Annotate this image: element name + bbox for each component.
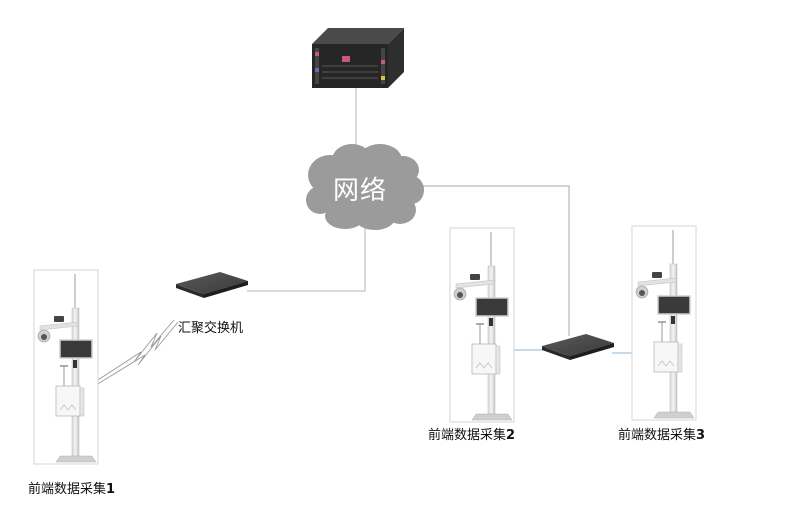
station-1-label-number: 1	[106, 482, 116, 497]
station-1-label-text: 前端数据采集	[28, 482, 107, 497]
link-network-aggregation-switch	[247, 225, 366, 292]
cloud-icon	[306, 144, 424, 230]
station-1-pole-icon	[33, 269, 99, 465]
wireless-link-icon	[83, 319, 179, 391]
station-3-label-text: 前端数据采集	[618, 428, 697, 443]
station-2-pole-icon	[449, 227, 515, 423]
station-2-label-text: 前端数据采集	[428, 428, 507, 443]
edge-switch-icon	[541, 333, 615, 361]
station-3-label-number: 3	[696, 428, 706, 443]
station-2-label: 前端数据采集2	[428, 424, 515, 443]
rack-server-icon	[312, 28, 404, 88]
aggregation-switch-label: 汇聚交换机	[178, 321, 244, 336]
station-3-label: 前端数据采集3	[618, 424, 705, 443]
link-network-edge-switch	[418, 185, 570, 336]
network-cloud-label: 网络	[333, 176, 388, 206]
station-1-label: 前端数据采集1	[28, 478, 115, 497]
station-2-label-number: 2	[506, 428, 516, 443]
aggregation-switch-icon	[175, 271, 249, 299]
station-3-pole-icon	[631, 225, 697, 421]
